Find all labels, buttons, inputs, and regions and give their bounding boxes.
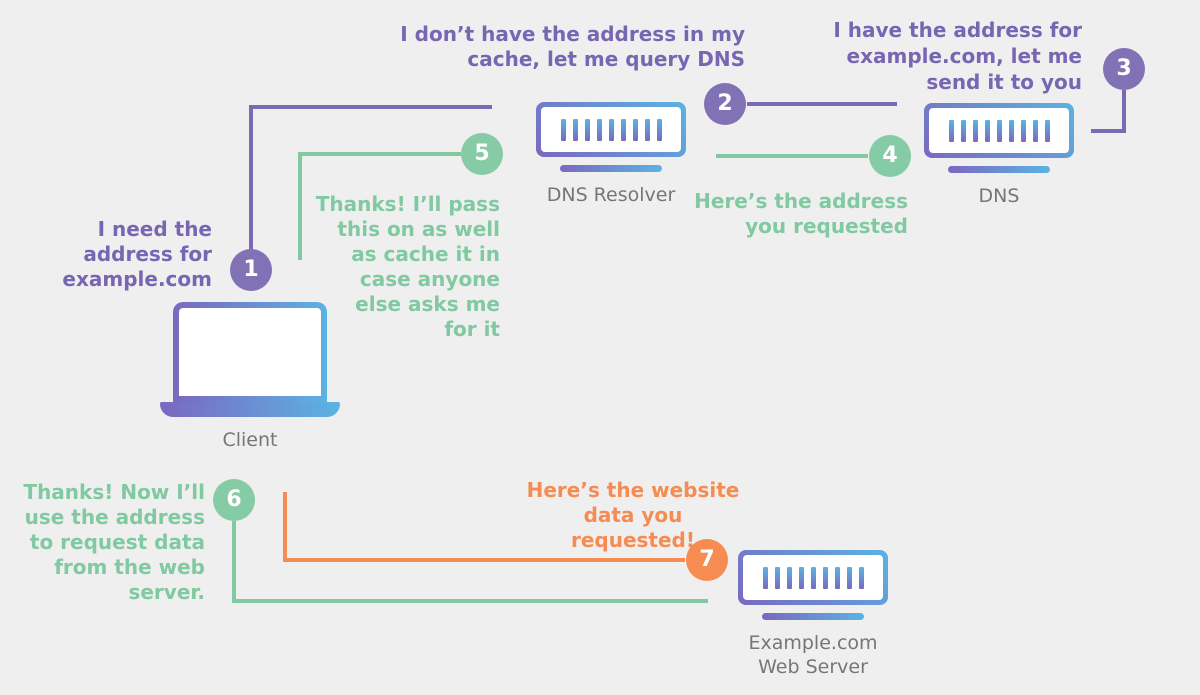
server-slot-bar	[984, 119, 990, 142]
server-slots	[743, 555, 883, 600]
server-icon	[924, 103, 1074, 158]
dns-node: DNS	[924, 103, 1074, 208]
step-number: 4	[882, 143, 898, 168]
connector-step-5	[298, 152, 461, 260]
step-badge-2: 2	[704, 83, 746, 125]
server-slot-bar	[822, 566, 828, 589]
step-number: 7	[699, 547, 715, 572]
step-number: 3	[1116, 56, 1132, 81]
server-slot-bar	[560, 118, 566, 141]
speech-step-7: Here’s the website data you requested!	[526, 478, 740, 552]
speech-step-1: I need the address for example.com	[62, 217, 212, 291]
speech-step-5: Thanks! I’ll pass this on as well as cac…	[315, 192, 500, 341]
server-slot-bar	[620, 118, 626, 141]
connector-step-6	[232, 521, 708, 603]
laptop-screen	[179, 308, 321, 396]
server-slot-bar	[798, 566, 804, 589]
speech-step-4: Here’s the address you requested	[694, 189, 908, 238]
speech-step-3: I have the address for example.com, let …	[833, 18, 1082, 94]
server-slot-bar	[846, 566, 852, 589]
connector-step-3	[1091, 90, 1126, 133]
server-slot-bar	[762, 566, 768, 589]
web-server-label: Example.com Web Server	[748, 632, 878, 678]
step-number: 1	[243, 257, 259, 282]
server-slot-bar	[960, 119, 966, 142]
step-badge-5: 5	[461, 133, 503, 175]
server-underline	[762, 613, 864, 620]
server-slot-bar	[834, 566, 840, 589]
server-slot-bar	[644, 118, 650, 141]
connector-step-1	[249, 105, 492, 251]
server-slot-bar	[1020, 119, 1026, 142]
server-slot-bar	[596, 118, 602, 141]
server-icon	[738, 550, 888, 605]
server-slot-bar	[608, 118, 614, 141]
server-slot-bar	[972, 119, 978, 142]
server-slot-bar	[774, 566, 780, 589]
server-slot-bar	[584, 118, 590, 141]
server-slot-bar	[572, 118, 578, 141]
client-laptop-icon	[173, 302, 327, 402]
server-slot-bar	[858, 566, 864, 589]
step-badge-1: 1	[230, 249, 272, 291]
server-slot-bar	[786, 566, 792, 589]
step-badge-4: 4	[869, 135, 911, 177]
step-number: 2	[717, 91, 733, 116]
step-badge-3: 3	[1103, 48, 1145, 90]
server-slot-bar	[996, 119, 1002, 142]
server-slot-bar	[948, 119, 954, 142]
server-slot-bar	[1044, 119, 1050, 142]
step-badge-7: 7	[686, 539, 728, 581]
speech-step-2: I don’t have the address in my cache, le…	[400, 22, 745, 71]
web-server-node: Example.com Web Server	[738, 550, 888, 679]
server-slot-bar	[632, 118, 638, 141]
server-slots	[929, 108, 1069, 153]
step-number: 6	[226, 487, 242, 512]
dns-label: DNS	[978, 185, 1020, 207]
dns-resolver-node: DNS Resolver	[536, 102, 686, 207]
client-node: Client	[160, 302, 340, 452]
step-badge-6: 6	[213, 479, 255, 521]
server-slot-bar	[1032, 119, 1038, 142]
laptop-base	[160, 402, 340, 417]
connector-step-7	[283, 492, 685, 562]
server-underline	[560, 165, 662, 172]
server-icon	[536, 102, 686, 157]
speech-step-6: Thanks! Now I’ll use the address to requ…	[23, 480, 205, 604]
server-slot-bar	[810, 566, 816, 589]
client-label: Client	[222, 429, 278, 451]
server-underline	[948, 166, 1050, 173]
server-slots	[541, 107, 681, 152]
dns-resolver-label: DNS Resolver	[546, 184, 676, 206]
server-slot-bar	[1008, 119, 1014, 142]
step-number: 5	[474, 141, 490, 166]
server-slot-bar	[656, 118, 662, 141]
